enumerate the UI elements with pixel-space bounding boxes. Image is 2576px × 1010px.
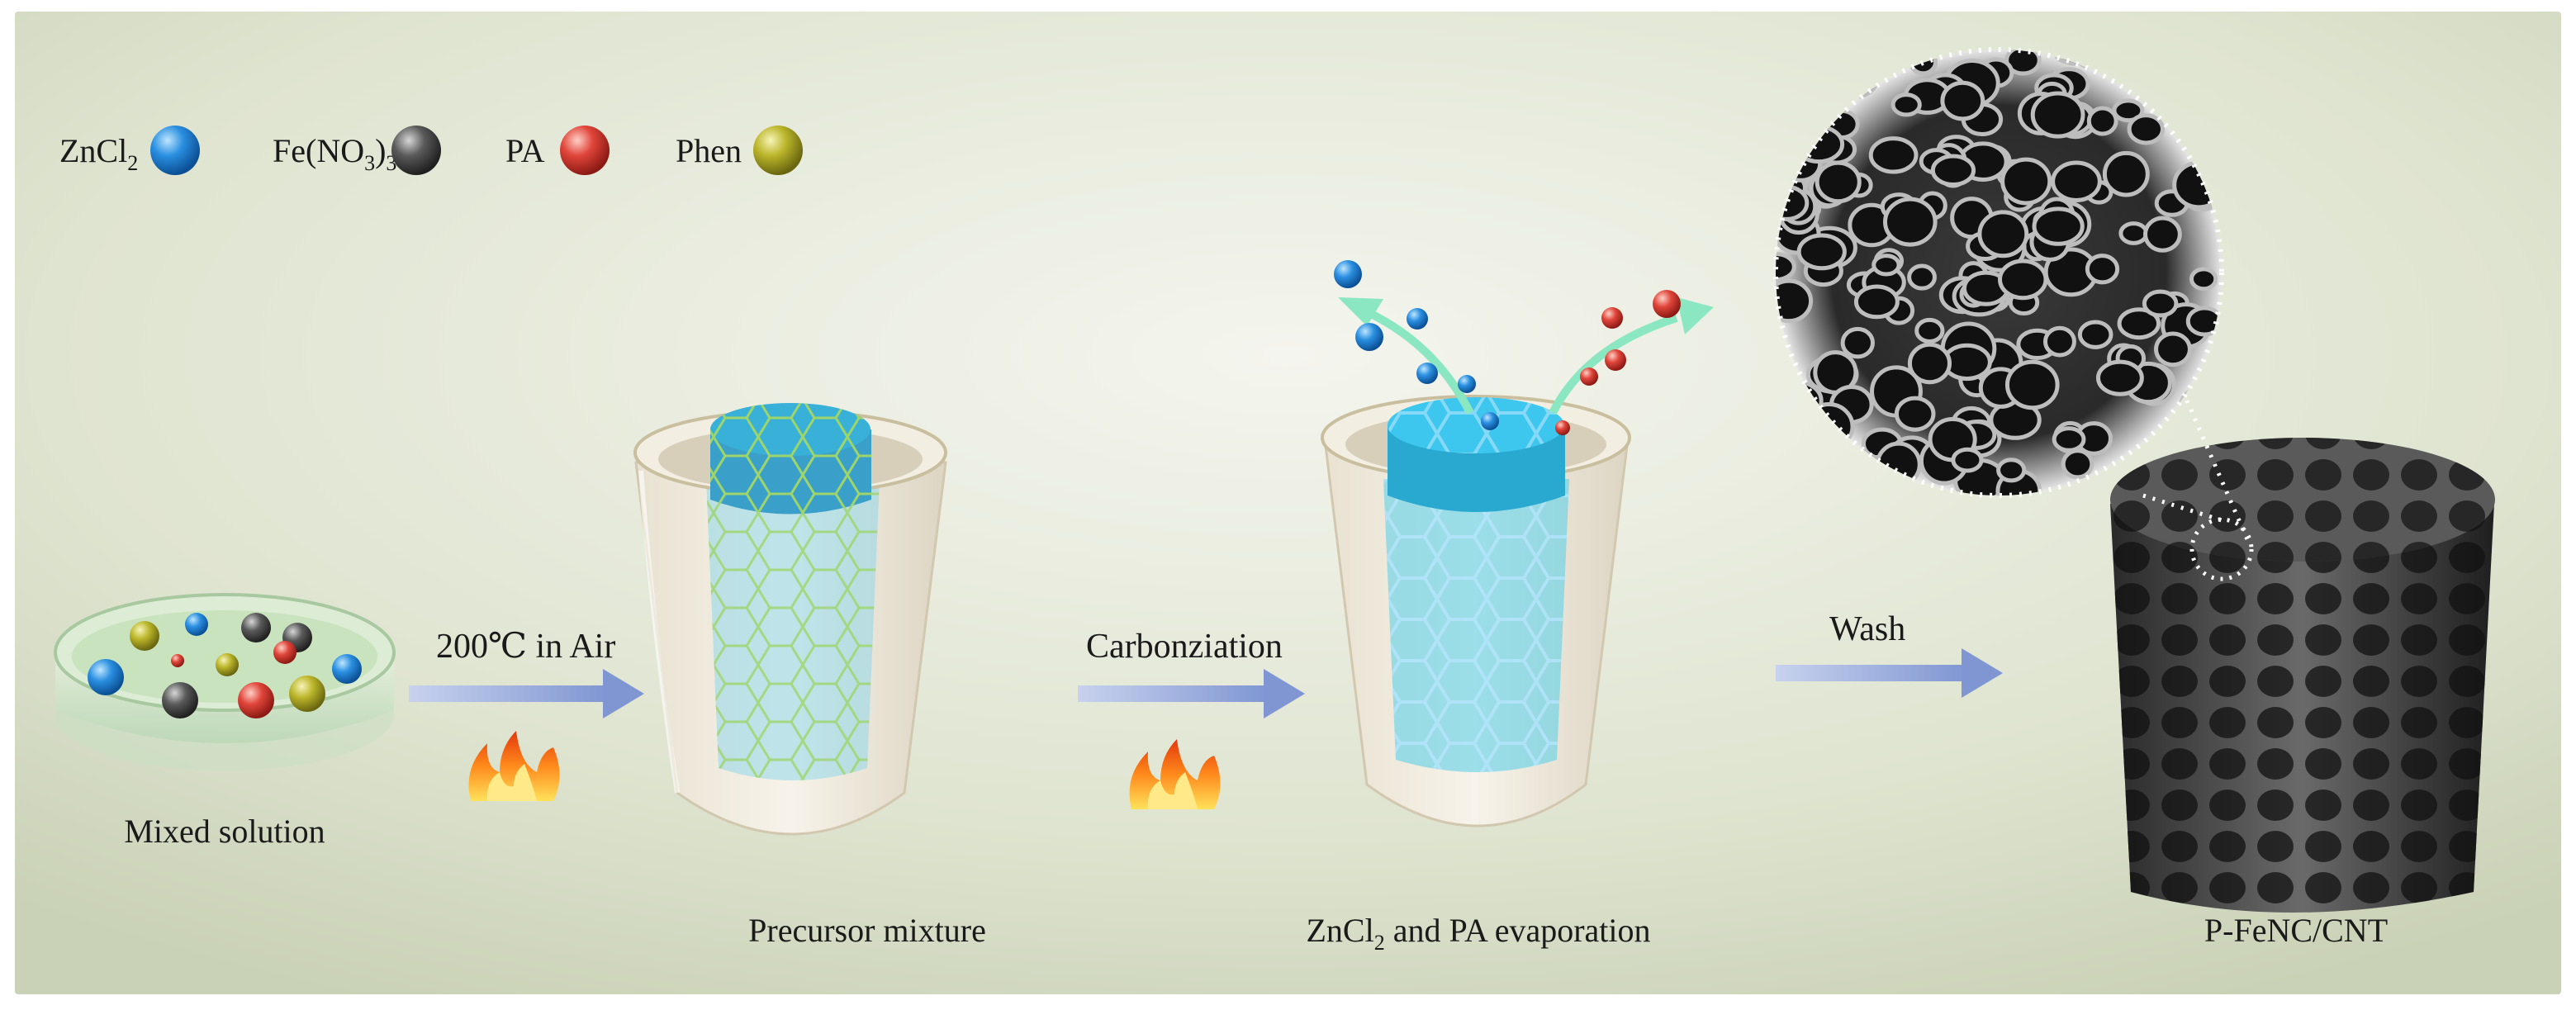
- nanotube: [1840, 326, 1875, 359]
- nanotube: [2095, 359, 2144, 396]
- nanotube: [1894, 396, 1936, 432]
- nanotube: [1940, 80, 1985, 121]
- nanotube: [2189, 267, 2218, 292]
- legend-label-pa: PA: [505, 132, 545, 169]
- nanotube: [2077, 320, 2113, 349]
- nanotube: [1907, 263, 1937, 291]
- nanotube: [2000, 157, 2052, 206]
- arrow-heat: [409, 669, 644, 718]
- nanotube: [1996, 458, 2027, 483]
- arrow-wash: [1776, 648, 2003, 698]
- zoom-line: [2142, 493, 2223, 523]
- nanotube: [1853, 284, 1900, 320]
- crucible-precursor: [633, 403, 947, 836]
- label-product: P-FeNC/CNT: [2204, 912, 2388, 949]
- nanotube: [2117, 307, 2161, 340]
- nanotube: [1930, 154, 1976, 187]
- nanotube: [2030, 91, 2085, 139]
- arrow-carbonization: [1078, 669, 1305, 718]
- label-heat-condition: 200℃ in Air: [436, 628, 615, 666]
- petri-dish: [54, 593, 396, 771]
- carbon-monolith: [2110, 438, 2495, 913]
- nanotube: [1815, 160, 1862, 204]
- nanotube: [2042, 325, 2076, 358]
- nanotube: [2086, 106, 2118, 136]
- nanotube: [1872, 254, 1901, 277]
- nanotube: [2127, 113, 2166, 145]
- label-wash: Wash: [1829, 610, 1905, 648]
- red-sphere-icon: [560, 126, 610, 175]
- nanotube: [2004, 50, 2042, 76]
- crucible-evaporation: [1321, 260, 1714, 827]
- nanotube: [1868, 136, 1919, 174]
- nanotube: [1977, 210, 2029, 258]
- nanotube: [1998, 258, 2048, 301]
- legend-label-zncl2: ZnCl2: [59, 132, 138, 175]
- sem-inset: [1773, 47, 2224, 498]
- nanotube: [1951, 447, 1984, 473]
- nanotube: [2061, 448, 2094, 480]
- nanotube: [2085, 254, 2120, 285]
- nanotube: [1882, 197, 1938, 247]
- nanotube: [1907, 342, 1952, 385]
- nanotube: [1796, 233, 1847, 271]
- legend-label-phen: Phen: [676, 132, 742, 169]
- nanotube: [2154, 331, 2192, 367]
- nanotube: [2052, 426, 2086, 453]
- nanotube: [2118, 221, 2149, 245]
- blue-sphere-icon: [150, 126, 200, 175]
- nanotube: [2051, 160, 2102, 202]
- nanotube: [2032, 206, 2085, 246]
- label-carbonization: Carbonziation: [1086, 628, 1283, 666]
- nanotube: [2004, 359, 2060, 410]
- grey-sphere-icon: [391, 126, 441, 175]
- legend: ZnCl2 Fe(NO3)3 PA Phen: [59, 126, 803, 175]
- nanotube: [1914, 317, 1945, 344]
- yellow-sphere-icon: [753, 126, 803, 175]
- flame-icon: [1129, 739, 1221, 809]
- flame-icon: [468, 731, 560, 801]
- nanotube: [2112, 98, 2145, 123]
- nanotube: [1890, 92, 1922, 117]
- label-mixed-solution: Mixed solution: [124, 813, 325, 850]
- legend-label-fe-nitrate: Fe(NO3)3: [273, 132, 396, 175]
- nanotube: [2143, 216, 2182, 253]
- nanotube: [2102, 150, 2150, 197]
- label-precursor-mixture: Precursor mixture: [748, 912, 986, 949]
- nanotube: [2142, 289, 2179, 318]
- label-evaporation: ZnCl2 and PA evaporation: [1306, 912, 1650, 955]
